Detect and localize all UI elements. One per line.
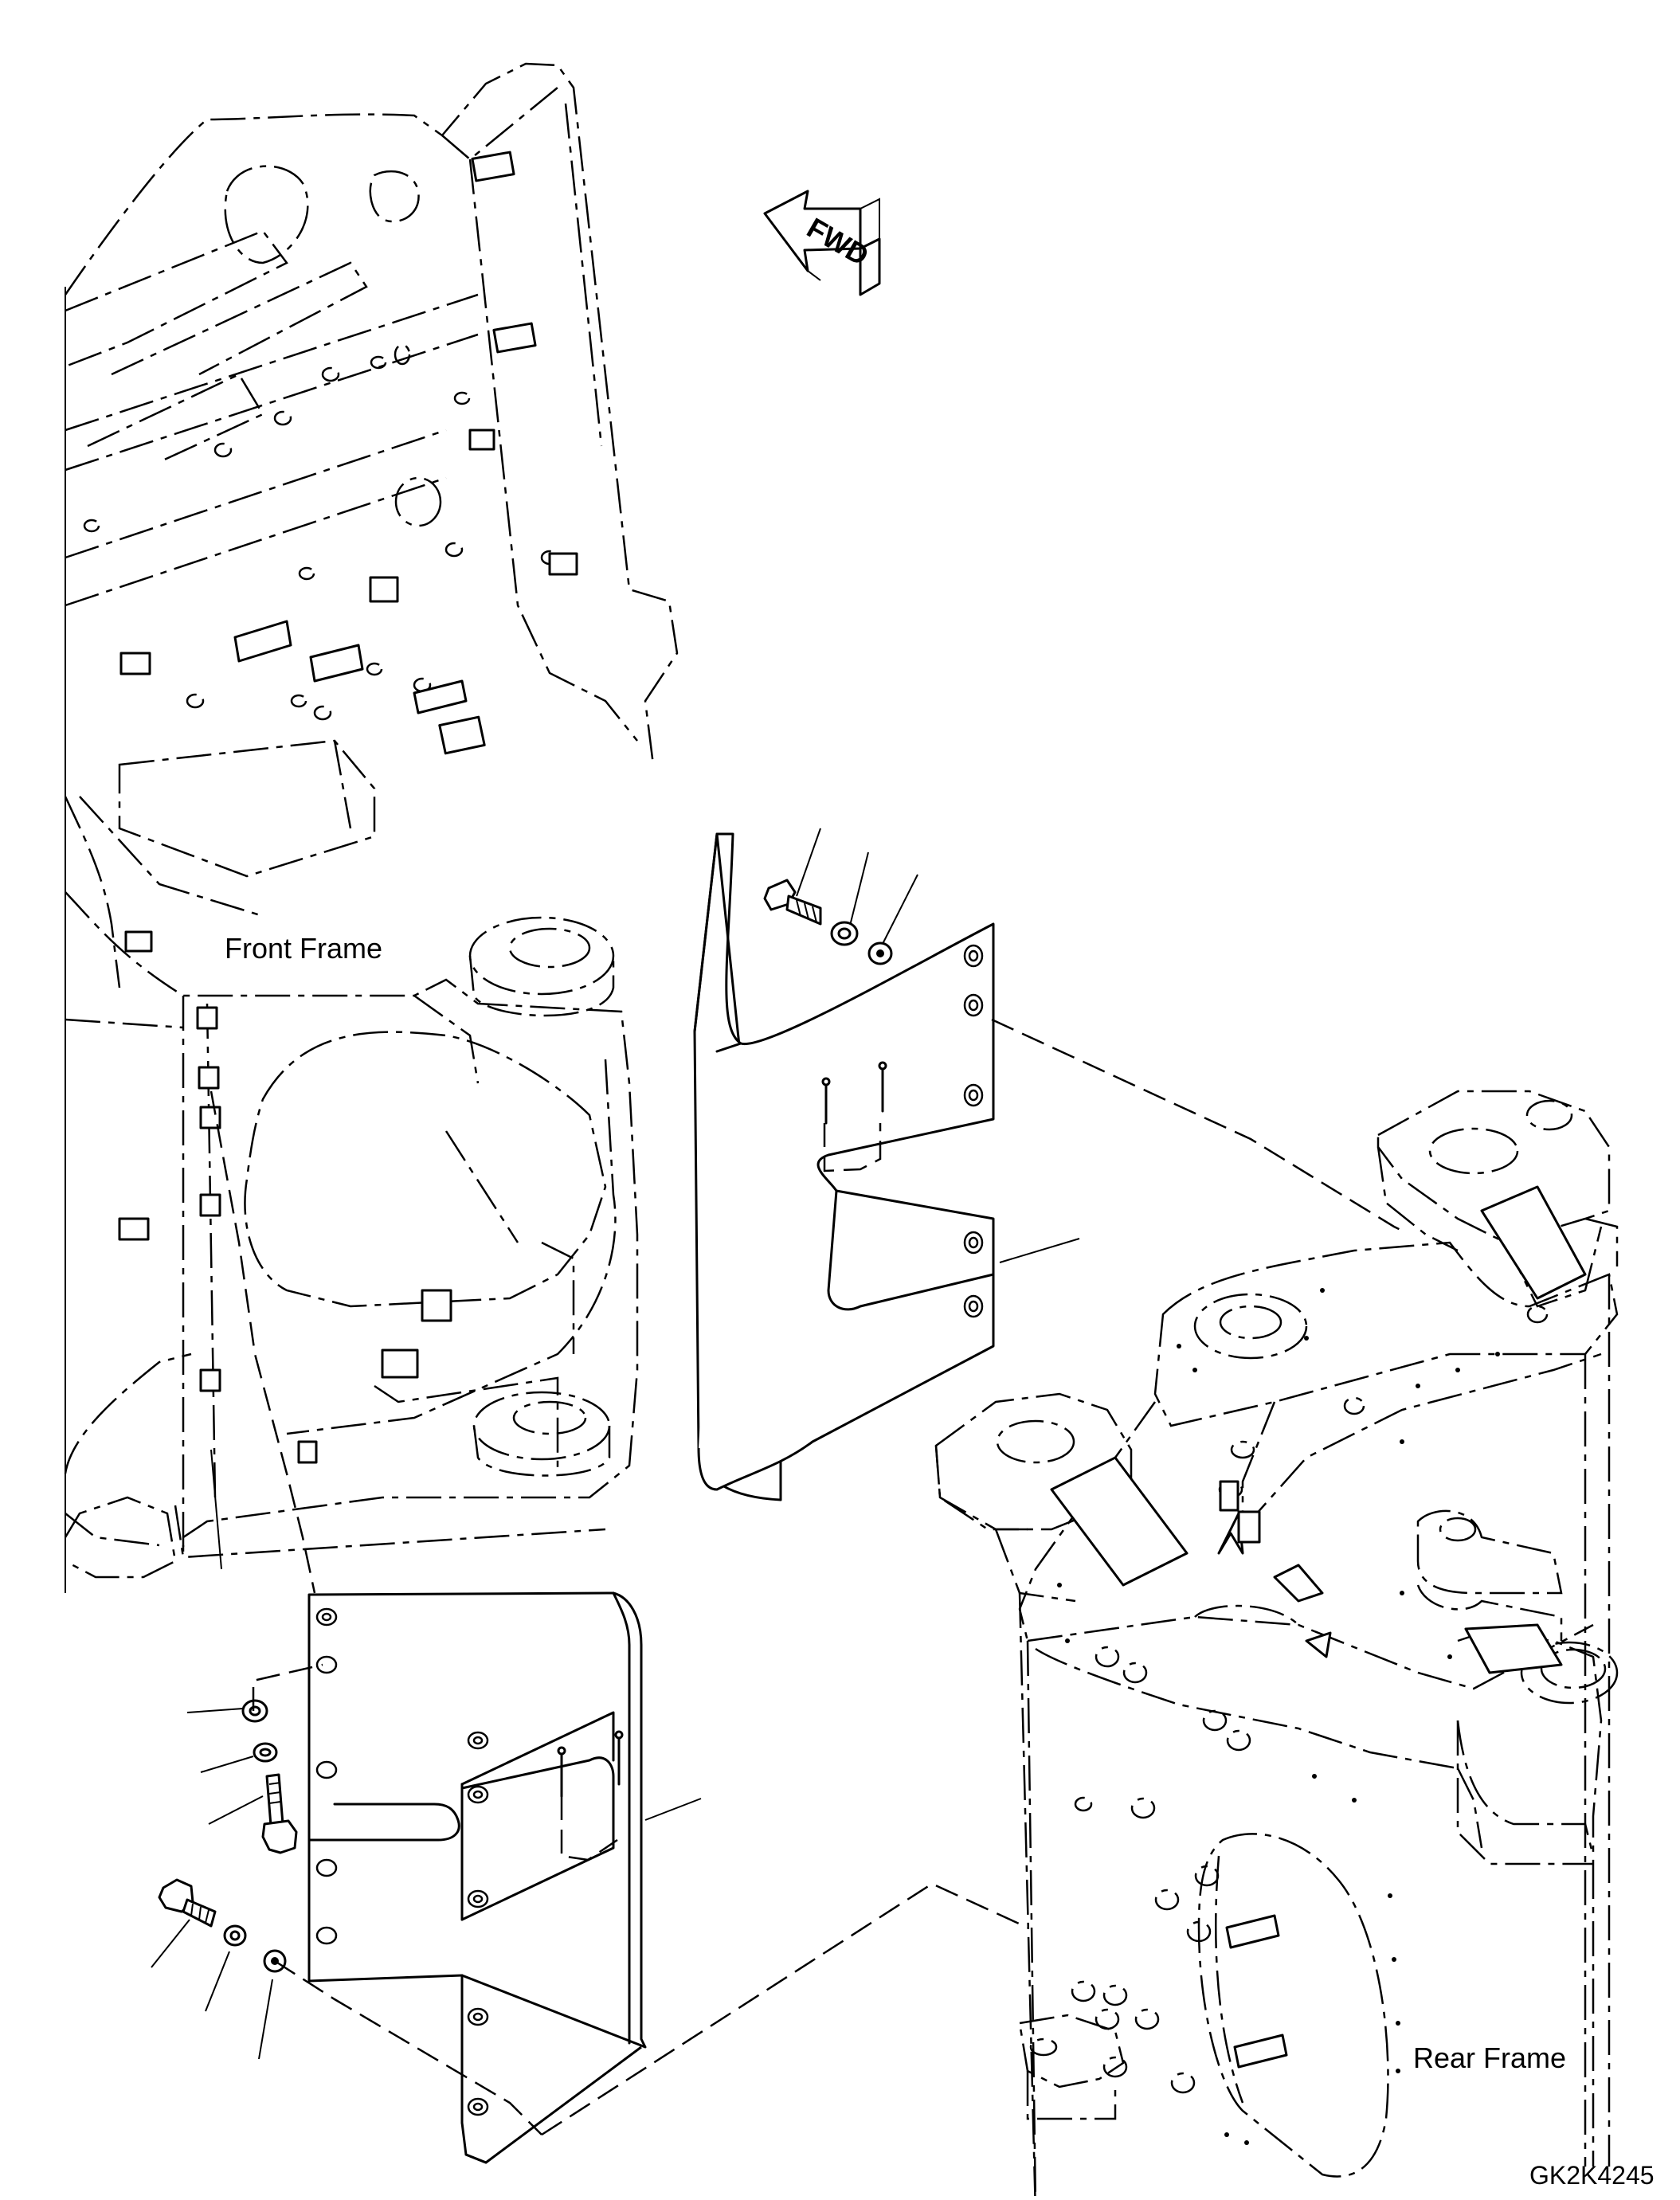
- lower-bolt-right-icon: [158, 1878, 217, 1928]
- upper-lock-washer-icon: [867, 941, 893, 965]
- lower-bolt-left-icon: [261, 1773, 298, 1854]
- leader-line: [796, 828, 821, 897]
- drawing-code: GK2K4245: [1529, 2161, 1655, 2190]
- lower-washer-right-icon: [223, 1924, 247, 1947]
- leader-line: [882, 874, 918, 945]
- leader-line: [200, 1756, 254, 1773]
- forward-arrow-icon: FWD: [763, 190, 881, 296]
- leader-line: [151, 1919, 190, 1968]
- upper-bolt-icon: [763, 879, 822, 926]
- leader-line: [848, 851, 869, 933]
- assembly-line: [252, 1663, 323, 1711]
- front-frame-label: Front Frame: [225, 932, 382, 965]
- lower-cover-plate: [307, 1591, 647, 2164]
- leader-line: [208, 1795, 264, 1825]
- leader-line: [999, 1238, 1080, 1263]
- leader-line: [186, 1708, 244, 1713]
- leader-line: [205, 1951, 230, 2012]
- rear-frame-label: Rear Frame: [1413, 2041, 1566, 2074]
- upper-cover-plate: [693, 832, 995, 1501]
- upper-washer-icon: [830, 921, 859, 946]
- lower-lock-washer-left-icon: [253, 1742, 278, 1763]
- rear-frame: [934, 1090, 1619, 2200]
- leader-line: [644, 1798, 702, 1821]
- assembly-line: [991, 1018, 1403, 1232]
- lower-washer-left-icon: [241, 1699, 268, 1723]
- assembly-line: [541, 1882, 1028, 2136]
- assembly-line: [274, 1959, 542, 2135]
- front-frame: [64, 62, 679, 1593]
- leader-line: [258, 1979, 273, 2060]
- leader-line: [210, 1449, 222, 1570]
